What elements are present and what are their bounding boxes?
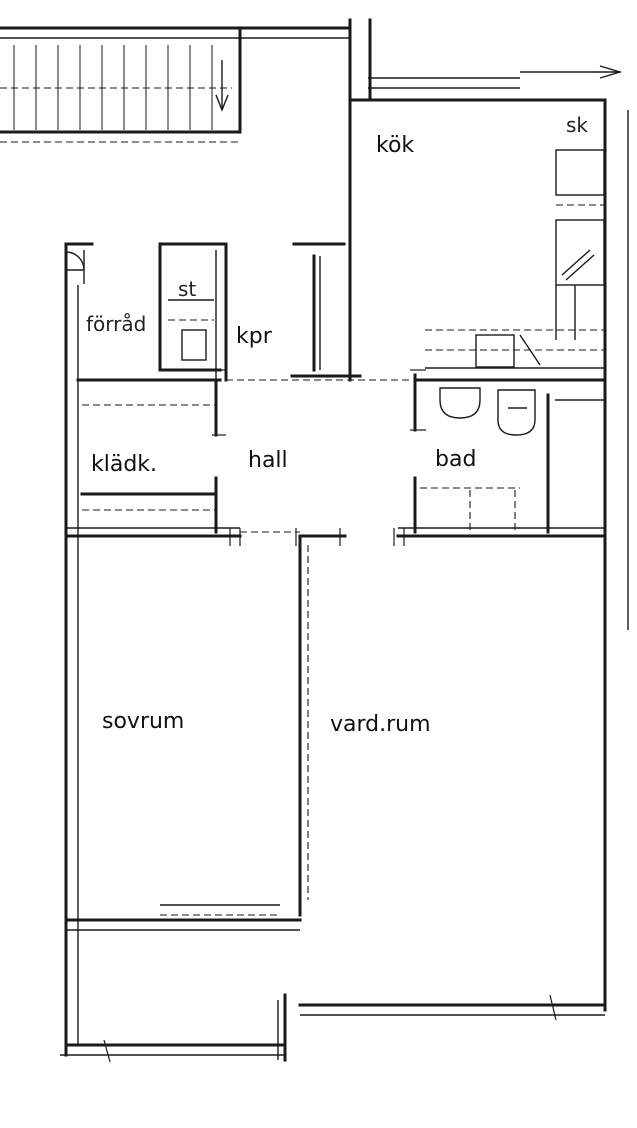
room-label-kladk: klädk. (91, 452, 157, 477)
stairwell (0, 26, 352, 143)
room-label-sovrum: sovrum (102, 709, 184, 734)
room-label-hall: hall (248, 448, 288, 473)
storage-fixtures (65, 250, 214, 361)
bath-fixtures (439, 387, 536, 436)
room-label-kpr: kpr (236, 324, 273, 349)
room-label-bad: bad (435, 447, 476, 472)
openings (103, 369, 557, 1063)
room-label-vardrum: vard.rum (330, 712, 431, 737)
kitchen-fixtures (425, 149, 605, 369)
room-label-forrad: förråd (86, 312, 146, 336)
interior-walls (64, 242, 607, 917)
outer-walls (60, 18, 629, 1062)
room-label-sk: sk (566, 113, 588, 137)
room-label-kok: kök (376, 133, 414, 158)
room-label-st: st (178, 277, 196, 301)
